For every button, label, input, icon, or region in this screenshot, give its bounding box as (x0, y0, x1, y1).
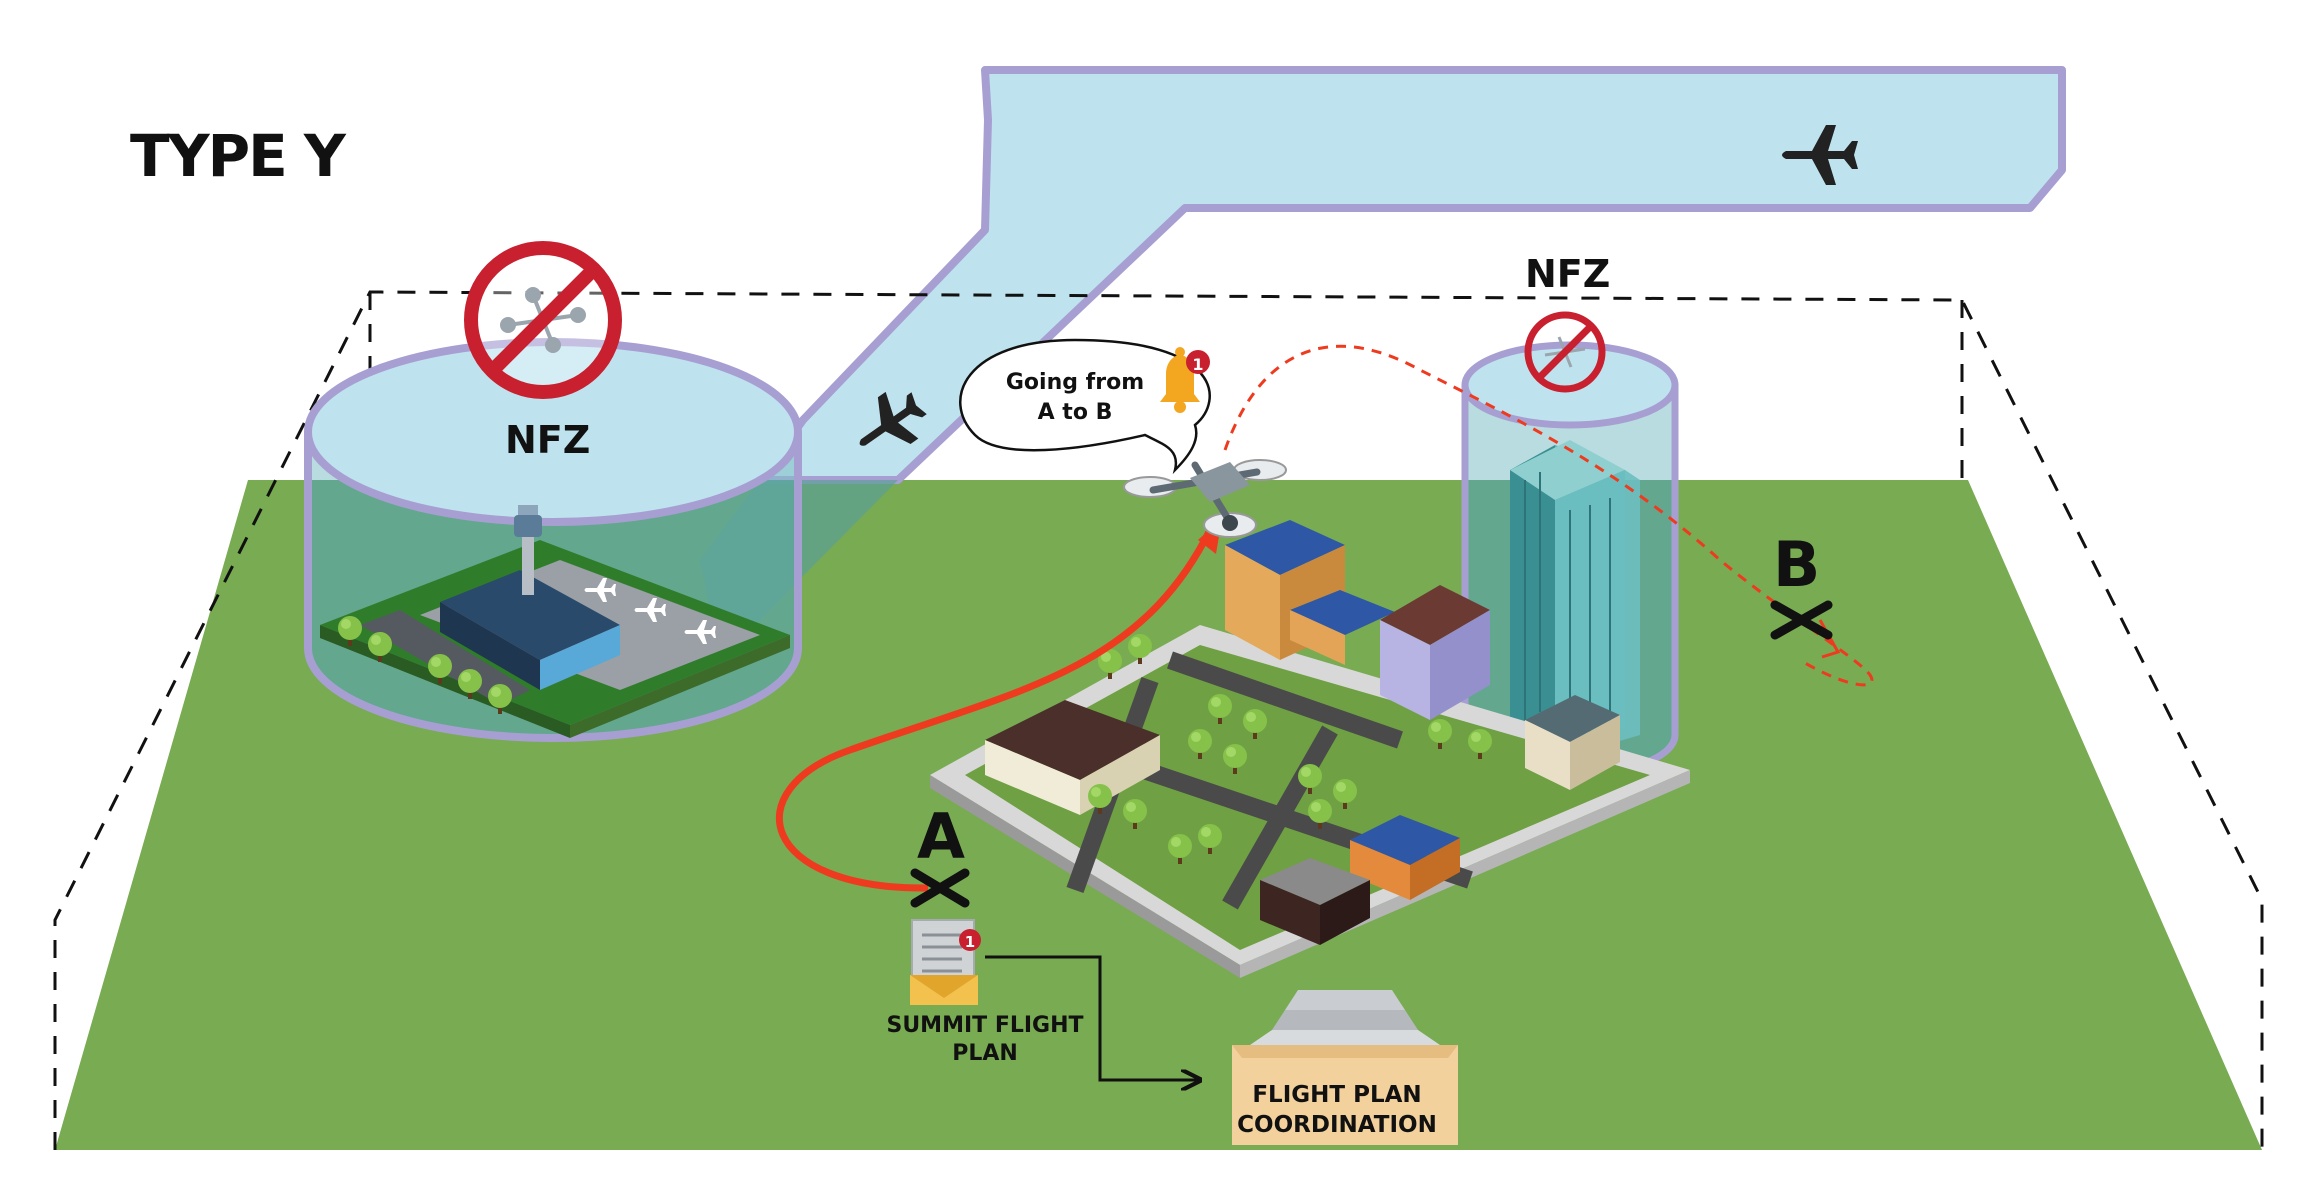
planned-route-path (1223, 344, 1874, 687)
flight-plan-coordination-label: FLIGHT PLAN COORDINATION (1232, 1080, 1442, 1140)
flight-plan-notification-badge: 1 (959, 929, 981, 951)
nfz-label-right: NFZ (1525, 252, 1611, 296)
flight-plan-coordination-tray (1232, 990, 1458, 1145)
waypoint-b-label: B (1773, 528, 1821, 601)
nfz-label-left: NFZ (505, 418, 591, 462)
svg-text:1: 1 (1192, 355, 1203, 374)
airport-illustration (320, 505, 790, 738)
operation-volume-outline (53, 290, 2264, 1150)
speech-bubble-line1: Going from (1005, 370, 1145, 395)
airspace-corridor (756, 66, 2066, 484)
takeoff-route-path (775, 528, 1214, 892)
bell-notification-badge: 1 (1186, 350, 1210, 374)
coordination-label-line1: FLIGHT PLAN (1252, 1082, 1422, 1108)
coordination-label-line2: COORDINATION (1237, 1112, 1437, 1138)
speech-bubble-text: Going from A to B (990, 368, 1160, 428)
submit-flight-plan-label: SUMMIT FLIGHT PLAN (835, 1012, 1135, 1068)
drone-icon (1123, 459, 1287, 538)
svg-text:1: 1 (965, 933, 975, 951)
waypoint-a-label: A (917, 800, 965, 873)
town-illustration (930, 520, 1690, 978)
submission-arrow (985, 955, 1200, 1080)
submit-label-line2: PLAN (952, 1041, 1018, 1066)
waypoint-a-marker (910, 868, 970, 908)
flight-plan-document-icon (910, 919, 978, 1005)
speech-bubble-line2: A to B (1037, 400, 1113, 425)
submit-label-line1: SUMMIT FLIGHT (886, 1013, 1084, 1038)
waypoint-b-marker (1770, 600, 1833, 640)
skyscraper-illustration (1510, 440, 1640, 760)
no-drone-icon-right (1524, 311, 1606, 393)
speech-bubble (959, 338, 1211, 475)
diagram-title: TYPE Y (130, 122, 346, 190)
no-drone-icon-left (464, 241, 622, 399)
